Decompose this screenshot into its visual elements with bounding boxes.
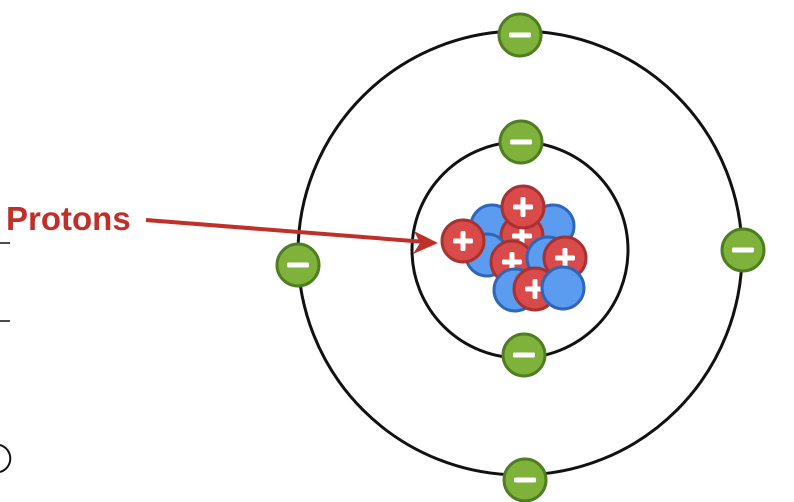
plus-icon [525,279,545,299]
electrons [275,12,766,502]
electron [498,119,544,165]
neutron-body [540,265,586,311]
minus-icon [514,477,536,483]
neutron [540,265,586,311]
plus-icon [453,231,473,251]
electron [275,242,321,288]
proton [500,184,546,230]
plus-icon [513,197,533,217]
arrow-shaft [145,218,427,244]
protons-label: Protons [6,200,131,237]
protons-arrow [145,218,438,254]
electron [720,227,766,273]
minus-icon [509,32,531,38]
proton [440,218,486,264]
electron [497,12,543,58]
left-edge-artifacts [0,242,12,473]
minus-icon [510,139,532,145]
plus-icon [502,252,522,272]
electron [502,457,548,502]
minus-icon [732,247,754,253]
arrow-head [413,231,438,254]
minus-icon [513,352,535,358]
minus-icon [287,262,309,268]
plus-icon [512,226,532,246]
nucleus [440,184,588,313]
electron [501,332,547,378]
clipped-circle [0,444,12,473]
plus-icon [555,248,575,268]
